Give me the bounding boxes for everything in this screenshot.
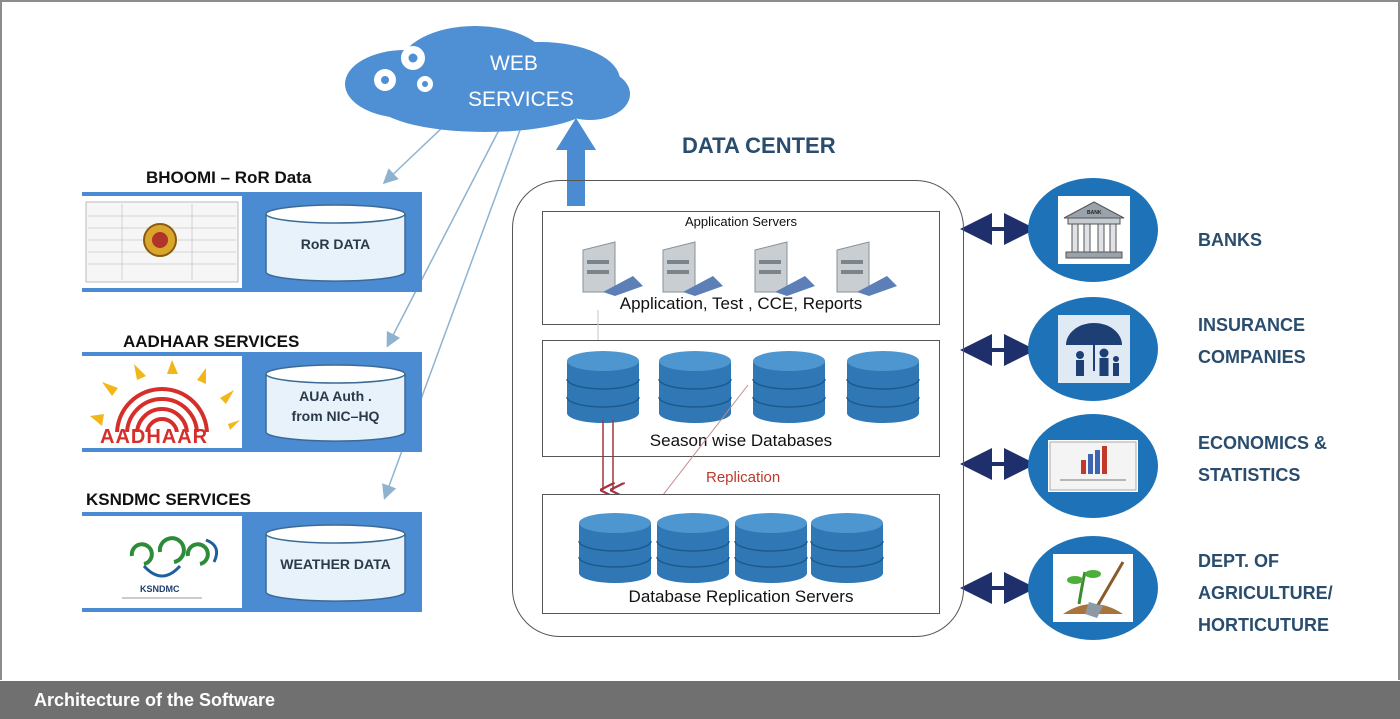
agriculture-label-line2: AGRICULTURE/ — [1198, 583, 1333, 603]
data-center-title: DATA CENTER — [682, 133, 836, 158]
figure-caption: Architecture of the Software — [0, 681, 1400, 719]
cylinder-icon — [265, 364, 406, 442]
economics-label-line1: ECONOMICS & — [1198, 433, 1328, 453]
server-icon — [836, 241, 897, 296]
application-servers-box: Application Servers Application, Test , — [542, 211, 940, 325]
database-icon — [656, 512, 730, 584]
datacenter-to-cloud-arrow — [556, 118, 596, 206]
aadhaar-title: AADHAAR SERVICES — [123, 332, 300, 351]
replication-db-icons — [578, 512, 884, 584]
connector-lines — [382, 118, 1036, 604]
replication-servers-box: Database Replication Servers — [542, 494, 940, 614]
cloud-to-aadhaar-line — [386, 127, 501, 348]
economics-icon — [1048, 440, 1138, 492]
aadhaar-panel: AADHAAR AUA Auth . from NIC–HQ — [82, 352, 422, 452]
server-icon — [662, 241, 723, 296]
banks-oval: BANK — [1028, 178, 1158, 282]
database-icon — [578, 513, 652, 583]
aua-auth-line1: AUA Auth . — [299, 388, 372, 404]
season-databases-box: Season wise Databases — [542, 340, 940, 457]
aadhaar-logo-icon — [82, 360, 242, 448]
database-icon — [734, 512, 808, 584]
database-icon — [810, 512, 884, 584]
banks-label: BANKS — [1198, 224, 1262, 256]
aadhaar-logo-text: AADHAAR — [100, 426, 209, 448]
aadhaar-logo: AADHAAR — [82, 356, 242, 448]
application-servers-title: Application Servers — [685, 214, 797, 229]
ksndmc-logo-icon — [122, 536, 219, 599]
ror-data-label: RoR DATA — [300, 236, 371, 252]
web-services-cloud — [345, 26, 630, 132]
agriculture-oval — [1028, 536, 1158, 640]
ror-document-icon — [85, 201, 239, 283]
ksndmc-panel: KSNDMC WEATHER DATA — [82, 512, 422, 612]
server-icons — [582, 241, 897, 296]
cloud-label-web: WEB — [490, 52, 538, 75]
bhoomi-title: BHOOMI – RoR Data — [146, 168, 312, 187]
aua-database: AUA Auth . from NIC–HQ — [264, 364, 407, 442]
server-icon — [754, 241, 815, 296]
data-center-container — [512, 180, 964, 637]
insurance-label: INSURANCE COMPANIES — [1198, 309, 1306, 373]
agriculture-icon — [1053, 554, 1133, 622]
agriculture-label-line1: DEPT. OF — [1198, 551, 1280, 571]
economics-label-line2: STATISTICS — [1198, 465, 1301, 485]
server-icon — [582, 241, 643, 296]
cylinder-icon — [265, 524, 406, 602]
cloud-label-services: SERVICES — [468, 88, 574, 111]
ror-document-thumbnail — [82, 196, 242, 288]
insurance-label-line2: COMPANIES — [1198, 347, 1306, 367]
season-databases-caption: Season wise Databases — [649, 431, 833, 450]
ksndmc-logo-text: KSNDMC — [140, 584, 180, 594]
gears-icon — [374, 46, 433, 92]
database-icon — [566, 351, 640, 423]
application-servers-caption: Application, Test , CCE, Reports — [619, 294, 863, 313]
ksndmc-title: KSNDMC SERVICES — [86, 490, 251, 509]
insurance-icon — [1058, 315, 1130, 383]
ksndmc-logo: KSNDMC — [82, 516, 242, 608]
bank-icon-text: BANK — [1087, 210, 1102, 216]
season-db-icons — [566, 350, 920, 424]
aua-auth-label: AUA Auth . from NIC–HQ — [264, 386, 407, 426]
banks-label-line1: BANKS — [1198, 230, 1263, 250]
agriculture-label: DEPT. OF AGRICULTURE/ HORTICUTURE — [1198, 545, 1333, 641]
replication-label: Replication — [706, 469, 781, 486]
replication-servers-caption: Database Replication Servers — [628, 587, 854, 606]
cylinder-icon — [265, 204, 406, 282]
economics-oval — [1028, 414, 1158, 518]
bhoomi-panel: RoR DATA — [82, 192, 422, 292]
insurance-label-line1: INSURANCE — [1198, 315, 1306, 335]
weather-database: WEATHER DATA — [264, 524, 407, 602]
cloud-to-bhoomi-line — [382, 124, 446, 185]
agriculture-label-line3: HORTICUTURE — [1198, 615, 1329, 635]
insurance-oval — [1028, 297, 1158, 401]
ror-database: RoR DATA — [264, 204, 407, 282]
aua-auth-line2: from NIC–HQ — [291, 408, 380, 424]
bank-icon: BANK — [1058, 196, 1130, 264]
weather-data-label: WEATHER DATA — [280, 556, 391, 572]
economics-label: ECONOMICS & STATISTICS — [1198, 427, 1327, 491]
